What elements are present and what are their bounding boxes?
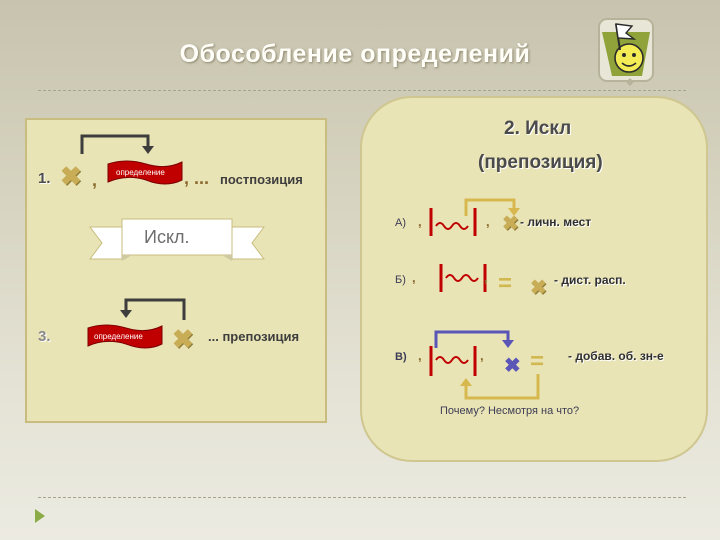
row-a-comma-2: , — [486, 214, 490, 229]
row-b-label: Б) — [395, 274, 406, 286]
row1-comma-1: , — [92, 170, 98, 190]
row3-definition-banner: определение — [86, 322, 164, 350]
row-b-text: - дист. расп. — [554, 273, 626, 287]
row3-definition-label: определение — [94, 332, 143, 341]
cross-icon: ✖ — [172, 324, 194, 354]
row-a-label: А) — [395, 217, 406, 229]
equals-icon: = — [498, 270, 513, 297]
row1-definition-banner: определение — [106, 158, 184, 186]
right-subheading: (препозиция) — [478, 152, 603, 173]
row1-comma-2: , ... — [184, 168, 210, 188]
row-a-bracket — [429, 208, 477, 236]
cross-icon: ✖ — [502, 213, 519, 235]
row3-position-label: ... препозиция — [208, 329, 300, 344]
cross-icon: ✖ — [504, 355, 521, 377]
ribbon-label: Искл. — [144, 227, 190, 247]
question-text: Почему? Несмотря на что? — [440, 405, 580, 417]
row-v-label: В) — [395, 351, 407, 363]
cross-icon: ✖ — [60, 161, 82, 191]
row-v-bottom-arrow — [460, 374, 540, 400]
exception-ribbon: Искл. — [88, 215, 266, 265]
bottom-separator — [38, 497, 686, 498]
right-panel — [360, 96, 708, 462]
row-a-arrow — [464, 198, 520, 216]
row-v-top-arrow — [434, 330, 514, 348]
right-heading: 2. Искл — [504, 118, 572, 139]
row-v-bracket — [429, 346, 477, 376]
row1-position-label: постпозиция — [220, 172, 303, 187]
row-b-comma-1: , — [412, 270, 416, 285]
row3-number: 3. — [38, 328, 51, 345]
row1-definition-label: определение — [116, 168, 165, 177]
row-a-comma-1: , — [418, 214, 422, 229]
cross-icon: ✖ — [530, 277, 547, 299]
row-v-comma-2: , — [480, 348, 484, 363]
row-b-comma-2: , — [484, 270, 488, 285]
row-v-text: - добав. об. зн-е — [568, 349, 664, 363]
row1-number: 1. — [38, 170, 51, 187]
row-b-bracket — [439, 264, 487, 292]
equals-icon: = — [530, 348, 545, 375]
slide-title: Обособление определений — [179, 40, 531, 68]
flag-mascot-icon — [596, 16, 658, 96]
top-separator — [38, 90, 686, 91]
row1-bracket-arrow — [80, 134, 154, 154]
play-triangle-icon[interactable] — [34, 508, 46, 529]
row-a-text: - личн. мест — [520, 215, 592, 229]
row-v-comma-1: , — [418, 348, 422, 363]
row3-bracket-arrow — [120, 298, 186, 320]
